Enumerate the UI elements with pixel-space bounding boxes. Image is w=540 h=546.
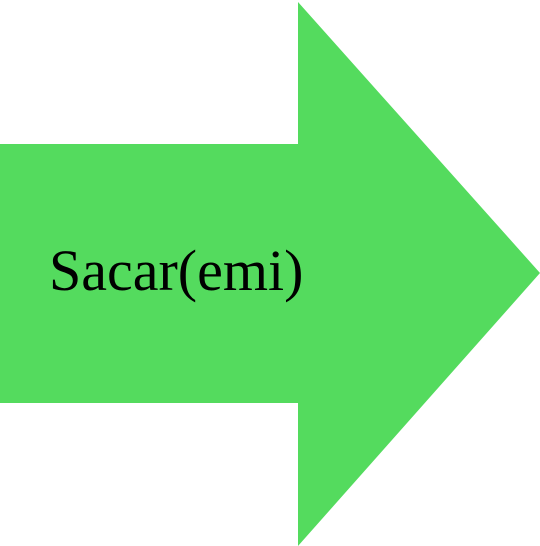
arrow-label: Sacar(emi) <box>49 238 304 303</box>
